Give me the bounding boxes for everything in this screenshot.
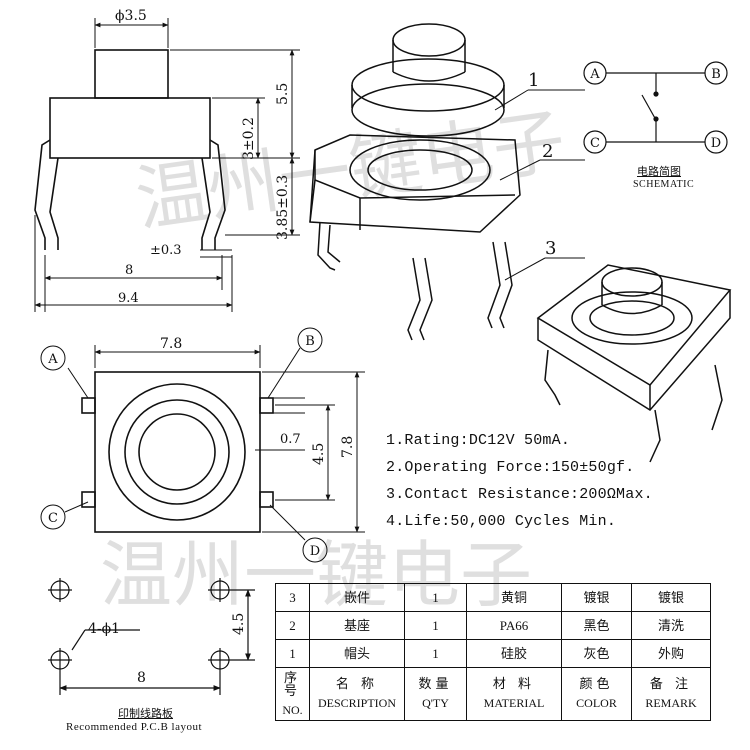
bom-material: PA66 (466, 611, 562, 640)
spec-rating: 1.Rating:DC12V 50mA. (386, 432, 571, 449)
bom-qty: 1 (404, 611, 467, 640)
cap-button (392, 23, 466, 57)
table-row: 1 帽头 1 硅胶 灰色 外购 (275, 639, 711, 668)
schematic-pin-a: A (589, 67, 600, 82)
watermark: 温州一键电子 温州一键电子 (100, 99, 570, 617)
callout-1: 1 (528, 70, 539, 91)
bom-color: 灰色 (561, 639, 632, 668)
dim-pcb-pitch-h: 8 (137, 670, 146, 686)
bom-color: 镀银 (561, 583, 632, 612)
bom-no: 3 (275, 583, 310, 612)
cap-rim-bottom (351, 83, 505, 137)
pcb-layout (48, 578, 255, 695)
dim-diameter-top: ϕ3.5 (115, 8, 147, 24)
dim-hole-dia: 4-ϕ1 (88, 621, 120, 637)
top-view-dims (40, 327, 365, 563)
dim-pin-pitch: 4.5 (311, 443, 327, 465)
spec-force: 2.Operating Force:150±50gf. (386, 459, 635, 476)
schematic (583, 61, 728, 154)
bom-remark: 清洗 (631, 611, 711, 640)
bom-remark: 镀银 (631, 583, 711, 612)
cap-rim-top (351, 58, 505, 112)
dim-lead-tol: ±0.3 (150, 243, 182, 258)
switch-body (49, 97, 211, 159)
bom-no: 2 (275, 611, 310, 640)
bom-color: 黑色 (561, 611, 632, 640)
bom-no: 1 (275, 639, 310, 668)
top-view (81, 371, 274, 533)
top-pin-a: A (47, 352, 58, 367)
exploded-view (309, 23, 521, 341)
assembled-view (536, 264, 732, 463)
lead-left-inner (49, 157, 59, 250)
callout-lines (494, 89, 585, 281)
schematic-pin-c: C (590, 136, 600, 151)
base-cavity (349, 139, 491, 201)
bom-material: 硅胶 (466, 639, 562, 668)
bom-desc: 基座 (309, 611, 405, 640)
callout-3: 3 (545, 238, 556, 259)
bom-qty: 1 (404, 583, 467, 612)
dim-lead-span: 8 (125, 263, 133, 278)
dim-body-width: 7.8 (160, 336, 182, 352)
dim-height-total: 5.5 (275, 83, 291, 105)
bom-desc: 嵌件 (309, 583, 405, 612)
schematic-title-en: SCHEMATIC (633, 179, 695, 190)
pcb-title-cn: 印制线路板 (118, 707, 173, 720)
dim-pcb-pitch-v: 4.5 (231, 613, 247, 635)
dim-body-height-side: 7.8 (340, 436, 356, 458)
table-row: 3 嵌件 1 黄铜 镀银 镀银 (275, 583, 711, 612)
dim-pin-width: 0.7 (280, 432, 301, 447)
side-view-dims (34, 18, 300, 312)
pcb-title-en: Recommended P.C.B layout (66, 721, 203, 733)
button-stem (94, 49, 169, 99)
dim-lead-height: 3.85±0.3 (275, 175, 291, 240)
top-pin-b: B (305, 334, 315, 349)
bom-table: 3 嵌件 1 黄铜 镀银 镀银 2 基座 1 PA66 黑色 清洗 1 帽头 1… (275, 583, 711, 721)
schematic-title-cn: 电路简图 (637, 165, 681, 178)
lead-left (34, 139, 51, 250)
spec-resistance: 3.Contact Resistance:200ΩMax. (386, 486, 653, 503)
lead-right (209, 139, 226, 250)
bom-qty: 1 (404, 639, 467, 668)
callout-2: 2 (542, 141, 553, 162)
bom-remark: 外购 (631, 639, 711, 668)
schematic-pin-b: B (711, 67, 721, 82)
bom-material: 黄铜 (466, 583, 562, 612)
bom-desc: 帽头 (309, 639, 405, 668)
table-row: 2 基座 1 PA66 黑色 清洗 (275, 611, 711, 640)
top-pin-c: C (48, 511, 58, 526)
top-pin-d: D (310, 544, 320, 559)
dim-body-height: 3±0.2 (241, 117, 257, 160)
lead-right-inner (201, 157, 211, 250)
side-view (34, 49, 226, 250)
dim-overall-width: 9.4 (118, 291, 139, 306)
schematic-pin-d: D (711, 136, 721, 151)
spec-life: 4.Life:50,000 Cycles Min. (386, 513, 617, 530)
